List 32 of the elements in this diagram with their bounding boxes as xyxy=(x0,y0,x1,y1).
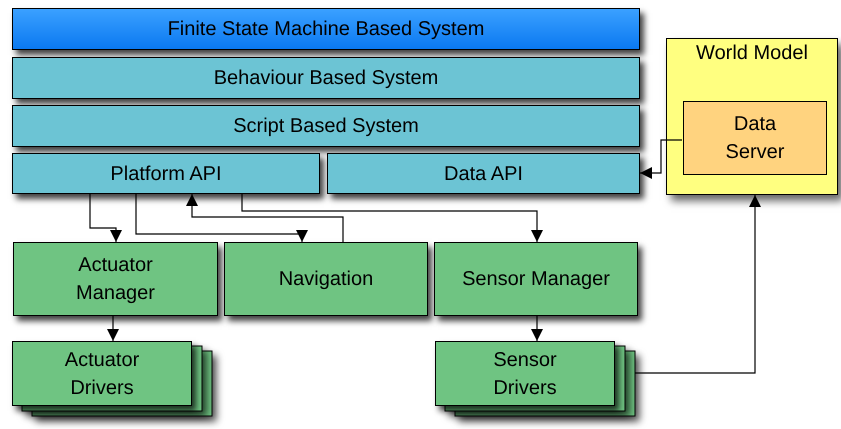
layer-box xyxy=(327,153,640,194)
layer-box xyxy=(12,57,640,99)
box-label: Platform API xyxy=(110,162,222,186)
box-label: Sensor Manager xyxy=(462,267,610,292)
group-box xyxy=(666,38,838,195)
box-label: Data API xyxy=(444,162,523,186)
box-label: Actuator Drivers xyxy=(64,348,140,400)
stacked-box xyxy=(435,341,615,406)
box-label: World Model xyxy=(696,41,808,66)
module-box xyxy=(13,242,218,316)
module-box xyxy=(434,242,638,316)
layer-box xyxy=(12,8,640,50)
box-label: Finite State Machine Based System xyxy=(168,17,484,42)
module-box xyxy=(224,242,428,316)
box-label: Sensor Drivers xyxy=(492,348,558,400)
arrow xyxy=(107,316,119,341)
arrow xyxy=(186,194,344,242)
layer-box xyxy=(12,105,640,147)
box-label: Behaviour Based System xyxy=(214,66,438,91)
arrow xyxy=(531,316,543,341)
arrow xyxy=(241,194,543,242)
arrow xyxy=(135,194,308,242)
box-label: Script Based System xyxy=(233,114,419,139)
arrow xyxy=(640,139,682,179)
layer-box xyxy=(12,153,320,194)
stacked-box xyxy=(12,341,192,406)
box-label: Navigation xyxy=(278,267,374,292)
process-box xyxy=(683,101,827,175)
box-label: Data Server xyxy=(724,112,786,165)
box-label: Actuator Manager xyxy=(75,253,156,306)
arrow xyxy=(635,195,761,374)
arrow xyxy=(89,194,122,242)
